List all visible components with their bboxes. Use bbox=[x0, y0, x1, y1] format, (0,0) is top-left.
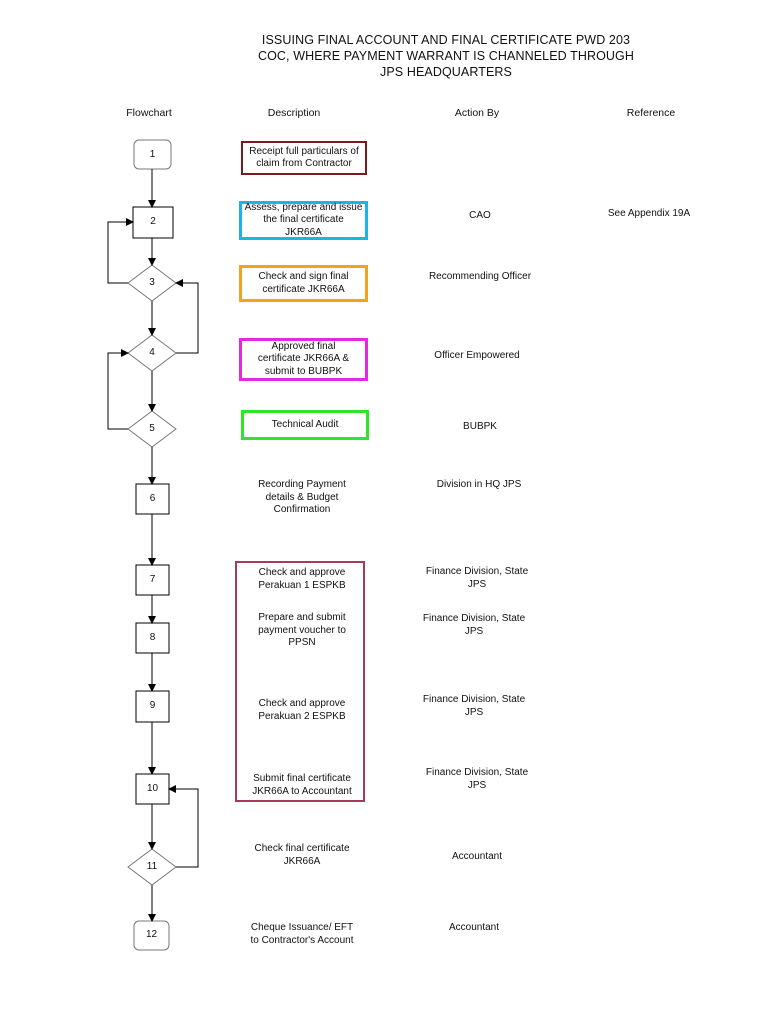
action-step-6: Division in HQ JPS bbox=[399, 479, 559, 492]
node-12-label: 12 bbox=[145, 929, 158, 940]
description-step-7-line-1: Check and approve bbox=[258, 567, 346, 578]
node-8-process bbox=[135, 622, 170, 654]
description-step-12-line-2: to Contractor's Account bbox=[250, 934, 354, 946]
action-step-2-line-1: CAO bbox=[469, 210, 491, 221]
action-step-12-line-1: Accountant bbox=[448, 922, 500, 933]
description-step-3-line-1: Check and sign final bbox=[258, 271, 349, 282]
reference-step-2: See Appendix 19A bbox=[607, 208, 691, 219]
description-step-9: Check and approve Perakuan 2 ESPKB bbox=[232, 698, 372, 723]
column-header-action-by: Action By bbox=[454, 107, 500, 119]
action-step-5: BUBPK bbox=[400, 421, 560, 434]
description-step-8: Prepare and submit payment voucher to PP… bbox=[232, 612, 372, 650]
action-step-8-line-2: JPS bbox=[464, 625, 484, 637]
action-step-7: Finance Division, State JPS bbox=[397, 566, 557, 591]
description-step-2-line-1: Assess, prepare and issue bbox=[244, 201, 363, 213]
column-header-reference: Reference bbox=[626, 107, 676, 119]
description-step-10-line-1: Submit final certificate bbox=[253, 773, 351, 784]
action-step-4-line-1: Officer Empowered bbox=[434, 350, 520, 361]
action-step-9-line-1: Finance Division, State bbox=[422, 694, 526, 705]
node-6-process bbox=[135, 483, 170, 515]
description-step-1-line-1: Receipt full particulars of bbox=[249, 145, 359, 157]
node-5-label: 5 bbox=[149, 423, 155, 434]
action-step-3-line-1: Recommending Officer bbox=[428, 271, 532, 282]
action-step-10-line-1: Finance Division, State bbox=[425, 767, 529, 778]
node-4-label: 4 bbox=[149, 347, 155, 358]
description-step-10: Submit final certificate JKR66A to Accou… bbox=[232, 773, 372, 798]
action-step-3: Recommending Officer bbox=[400, 271, 560, 284]
node-10-label: 10 bbox=[146, 783, 159, 794]
description-step-1: Receipt full particulars of claim from C… bbox=[241, 141, 367, 175]
description-step-7-line-2: Perakuan 1 ESPKB bbox=[258, 579, 346, 591]
node-10-process bbox=[135, 773, 170, 805]
description-step-8-line-3: PPSN bbox=[288, 637, 316, 648]
action-step-8-line-1: Finance Division, State bbox=[422, 613, 526, 624]
description-step-6-line-1: Recording Payment bbox=[258, 479, 346, 490]
action-step-2: CAO bbox=[400, 210, 560, 223]
node-11-label: 11 bbox=[146, 861, 158, 872]
description-step-12: Cheque Issuance/ EFT to Contractor's Acc… bbox=[226, 922, 378, 947]
loop-4-to-3 bbox=[175, 279, 199, 354]
description-step-9-line-2: Perakuan 2 ESPKB bbox=[258, 710, 346, 722]
description-step-12-line-1: Cheque Issuance/ EFT bbox=[250, 922, 354, 933]
description-step-1-line-2: claim from Contractor bbox=[256, 158, 352, 169]
action-step-10: Finance Division, State JPS bbox=[397, 767, 557, 792]
description-step-2-line-3: JKR66A bbox=[285, 226, 322, 238]
description-step-4-line-3: submit to BUBPK bbox=[264, 365, 343, 377]
description-step-8-line-2: payment voucher to bbox=[258, 624, 346, 636]
description-step-4-line-1: Approved final bbox=[271, 340, 336, 352]
action-step-10-line-2: JPS bbox=[467, 779, 487, 791]
node-9-process bbox=[135, 690, 170, 723]
description-step-4: Approved final certificate JKR66A & subm… bbox=[239, 338, 368, 381]
action-step-6-line-1: Division in HQ JPS bbox=[436, 479, 522, 490]
action-step-11: Accountant bbox=[397, 851, 557, 864]
description-step-10-line-2: JKR66A to Accountant bbox=[252, 785, 352, 797]
column-header-flowchart: Flowchart bbox=[126, 107, 172, 119]
node-1-label: 1 bbox=[149, 149, 156, 160]
column-header-description: Description bbox=[267, 107, 321, 119]
loop-3-to-2 bbox=[107, 218, 134, 284]
description-step-5: Technical Audit bbox=[241, 410, 369, 440]
description-step-3: Check and sign final certificate JKR66A bbox=[239, 265, 368, 302]
action-step-9-line-2: JPS bbox=[464, 706, 484, 718]
description-step-6: Recording Payment details & Budget Confi… bbox=[232, 479, 372, 517]
loop-5-to-4 bbox=[107, 349, 129, 430]
action-step-11-line-1: Accountant bbox=[451, 851, 503, 862]
node-2-label: 2 bbox=[150, 216, 156, 227]
title-line-1: ISSUING FINAL ACCOUNT AND FINAL CERTIFIC… bbox=[261, 33, 631, 47]
action-step-4: Officer Empowered bbox=[397, 350, 557, 363]
description-step-4-line-2: certificate JKR66A & bbox=[257, 353, 350, 365]
node-7-process bbox=[135, 564, 170, 596]
action-step-5-line-1: BUBPK bbox=[463, 421, 497, 432]
action-step-9: Finance Division, State JPS bbox=[394, 694, 554, 719]
node-3-label: 3 bbox=[149, 277, 155, 288]
node-7-label: 7 bbox=[149, 574, 156, 585]
description-step-5-line-1: Technical Audit bbox=[271, 418, 339, 430]
diagram-title: ISSUING FINAL ACCOUNT AND FINAL CERTIFIC… bbox=[236, 32, 656, 80]
description-step-7: Check and approve Perakuan 1 ESPKB bbox=[232, 567, 372, 592]
description-step-2: Assess, prepare and issue the final cert… bbox=[239, 201, 368, 240]
group-box-finance-steps bbox=[235, 561, 365, 802]
description-step-11-line-1: Check final certificate bbox=[254, 843, 350, 854]
node-9-label: 9 bbox=[149, 700, 156, 711]
node-8-label: 8 bbox=[149, 632, 156, 643]
title-line-2: COC, WHERE PAYMENT WARRANT IS CHANNELED … bbox=[257, 49, 635, 63]
description-step-2-line-2: the final certificate bbox=[263, 214, 344, 226]
action-step-7-line-2: JPS bbox=[467, 578, 487, 590]
description-step-11-line-2: JKR66A bbox=[283, 855, 321, 867]
action-step-12: Accountant bbox=[394, 922, 554, 935]
description-step-3-line-2: certificate JKR66A bbox=[262, 283, 345, 295]
action-step-7-line-1: Finance Division, State bbox=[425, 566, 529, 577]
action-step-8: Finance Division, State JPS bbox=[394, 613, 554, 638]
description-step-6-line-3: Confirmation bbox=[273, 504, 331, 515]
description-step-6-line-2: details & Budget bbox=[265, 491, 339, 503]
node-2-process bbox=[132, 206, 174, 239]
title-line-3: JPS HEADQUARTERS bbox=[380, 65, 512, 79]
description-step-9-line-1: Check and approve bbox=[258, 698, 346, 709]
loop-11-to-10 bbox=[168, 785, 199, 868]
description-step-8-line-1: Prepare and submit bbox=[258, 612, 346, 623]
node-6-label: 6 bbox=[149, 493, 156, 504]
description-step-11: Check final certificate JKR66A bbox=[232, 843, 372, 868]
